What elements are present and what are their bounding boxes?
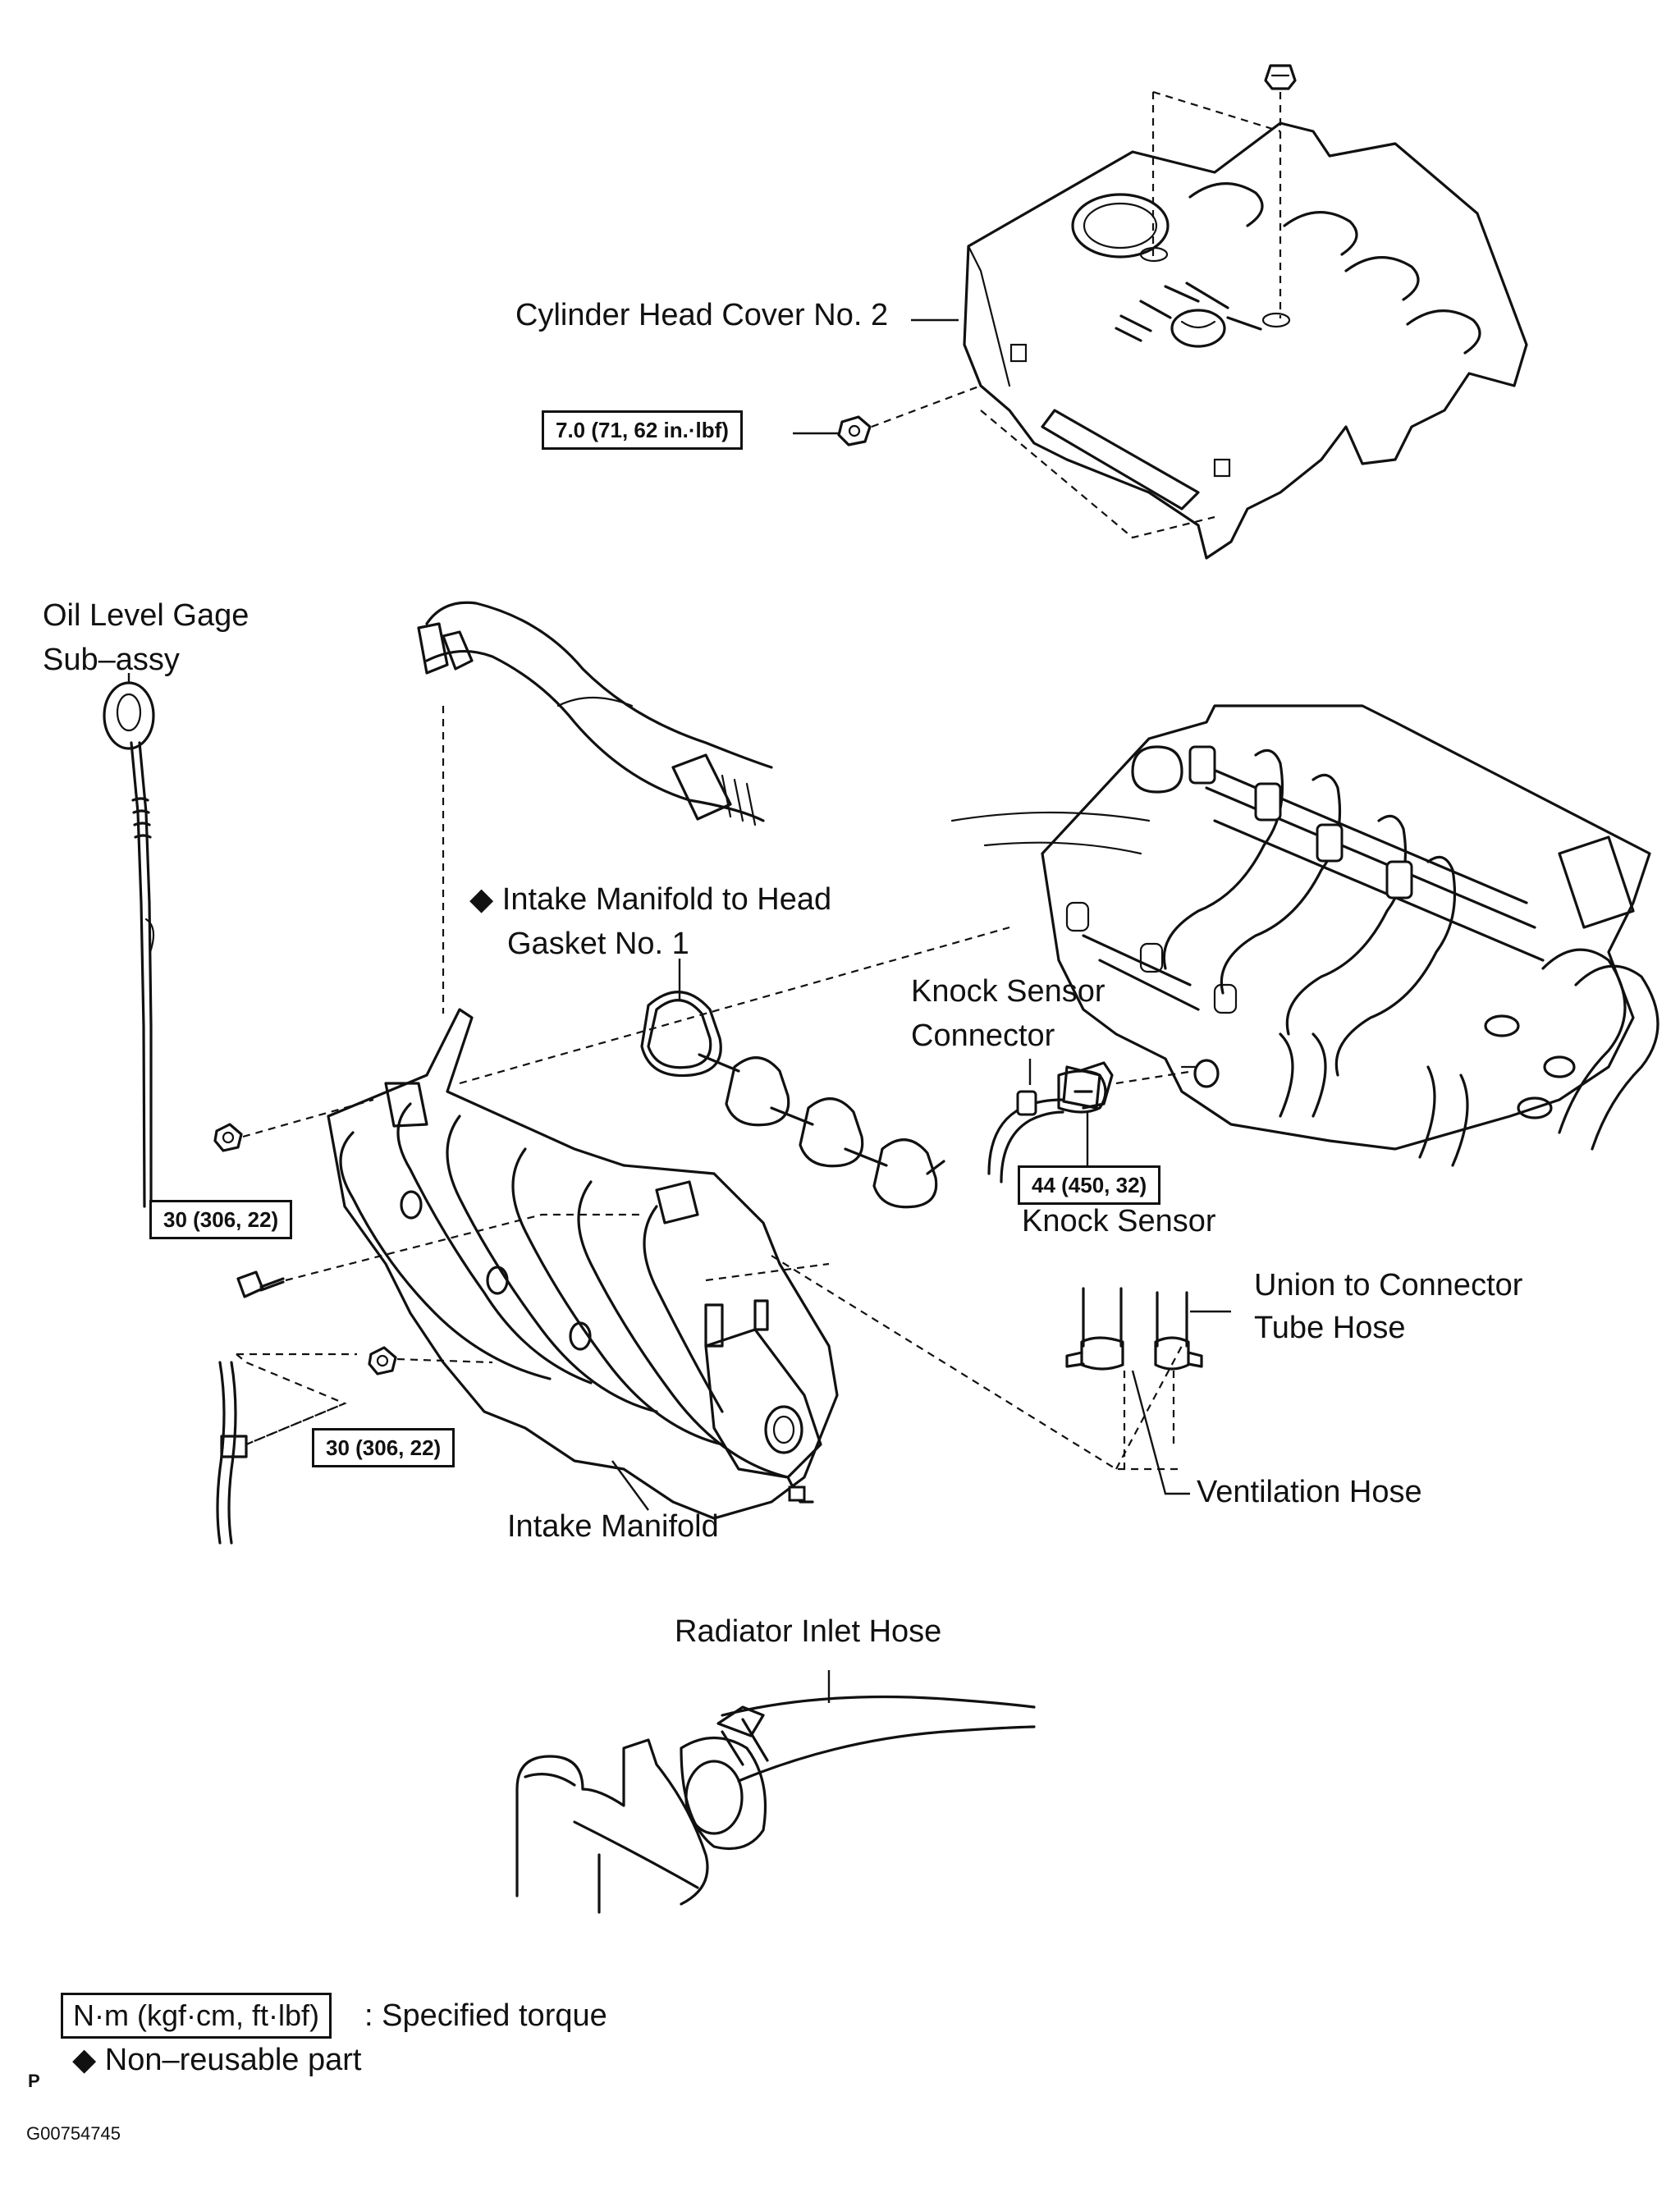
label-knock-connector-1: Knock Sensor: [911, 974, 1106, 1009]
label-gasket-1: ◆ Intake Manifold to Head: [469, 878, 831, 921]
label-cylinder-head-cover: Cylinder Head Cover No. 2: [515, 298, 889, 332]
water-hose-fragment: [216, 1361, 346, 1545]
manifold-stud-nut-left: [213, 1123, 243, 1152]
torque-manifold-bolt: 30 (306, 22): [149, 1200, 293, 1239]
torque-manifold-nut: 30 (306, 22): [312, 1428, 455, 1467]
manifold-nut-lower: [368, 1346, 397, 1376]
label-oil-level-gage-1: Oil Level Gage: [43, 598, 249, 633]
legend-non-reusable: ◆ Non–reusable part: [72, 2039, 361, 2081]
ventilation-hoses-drawing: [1065, 1287, 1203, 1469]
knock-sensor-mount: [1180, 1059, 1220, 1088]
label-gasket-2: Gasket No. 1: [507, 927, 689, 961]
legend-torque-desc: : Specified torque: [364, 1998, 607, 2033]
torque-head-cover-nut: 7.0 (71, 62 in.·lbf): [542, 410, 743, 450]
legend-torque-unit: N·m (kgf·cm, ft·lbf): [61, 1993, 332, 2039]
label-knock-sensor: Knock Sensor: [1022, 1204, 1216, 1238]
cover-cap-nut-top: [1264, 64, 1297, 90]
gasket-text-1: Intake Manifold to Head: [501, 882, 832, 917]
page-letter: P: [28, 2071, 40, 2091]
label-intake-manifold: Intake Manifold: [507, 1509, 719, 1544]
label-union-1: Union to Connector: [1254, 1268, 1523, 1302]
upper-hose-drawing: [417, 601, 773, 826]
torque-knock-sensor: 44 (450, 32): [1018, 1165, 1161, 1205]
label-knock-connector-2: Connector: [911, 1019, 1055, 1053]
legend-diamond-icon: ◆: [72, 2043, 97, 2077]
label-radiator-inlet-hose: Radiator Inlet Hose: [675, 1614, 942, 1649]
oil-level-gage-drawing: [103, 681, 155, 1208]
intake-gasket-drawing: [640, 991, 945, 1209]
engine-block-drawing: [950, 704, 1659, 1167]
label-oil-level-gage-2: Sub–assy: [43, 643, 180, 677]
radiator-inlet-hose-drawing: [515, 1695, 1036, 1914]
intake-manifold-drawing: [327, 1008, 839, 1520]
cover-side-nut: [837, 415, 872, 446]
knock-sensor-drawing: [987, 1061, 1195, 1183]
manifold-bolt: [236, 1270, 285, 1298]
non-reusable-marker: ◆: [469, 882, 494, 917]
label-ventilation-hose: Ventilation Hose: [1197, 1475, 1422, 1509]
cylinder-head-cover-drawing: [963, 121, 1528, 560]
figure-code: G00754745: [26, 2123, 121, 2144]
legend-non-reusable-text: Non–reusable part: [104, 2043, 362, 2077]
label-union-2: Tube Hose: [1254, 1311, 1406, 1345]
